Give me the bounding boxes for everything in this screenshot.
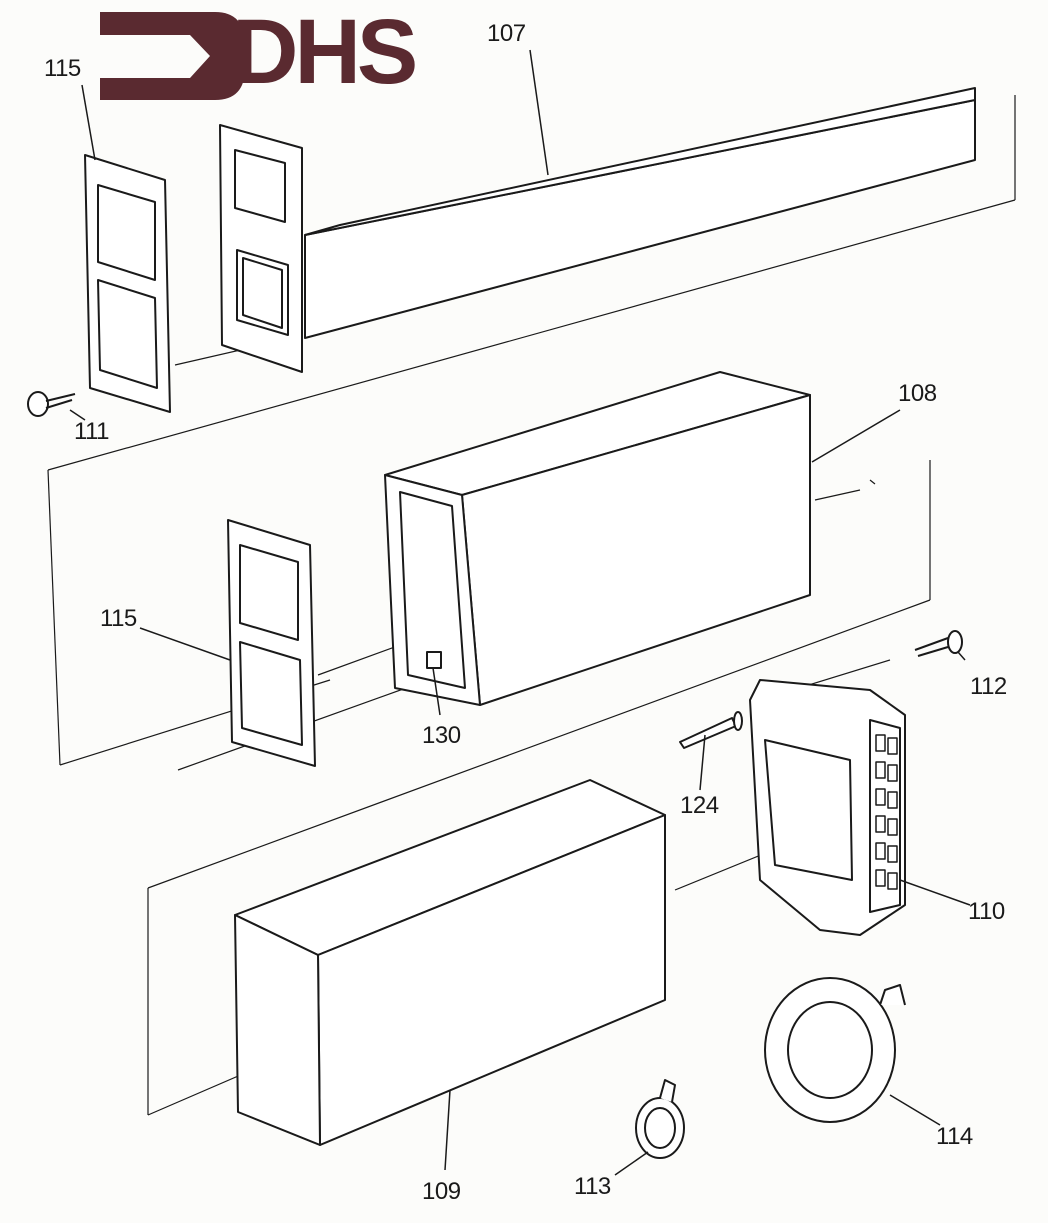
tape-114-icon (764, 977, 906, 1123)
pin-124-icon (679, 711, 743, 749)
label-107: 107 (487, 20, 526, 47)
label-111: 111 (74, 418, 109, 445)
label-115-middle: 115 (100, 605, 137, 632)
screw-111-icon (27, 391, 76, 417)
label-110: 110 (968, 898, 1005, 925)
plate-115-top (84, 154, 171, 413)
logo-arrow-icon (100, 12, 245, 100)
label-112: 112 (970, 673, 1007, 700)
leader-lines (69, 49, 971, 1176)
large-box-109 (234, 779, 666, 1146)
label-124: 124 (680, 792, 719, 819)
duct-end-flange (219, 124, 303, 373)
long-duct-107 (304, 87, 976, 339)
label-115-top: 115 (44, 55, 81, 82)
label-113: 113 (574, 1173, 611, 1200)
screw-112-icon (914, 630, 963, 657)
label-130: 130 (422, 722, 461, 749)
tape-113-icon (635, 1079, 685, 1159)
grille-110 (749, 679, 906, 936)
label-109: 109 (422, 1178, 461, 1205)
guide-lines (47, 95, 1016, 1116)
label-114: 114 (936, 1123, 973, 1150)
logo: DHS (232, 1, 418, 103)
plate-115-middle (227, 519, 316, 767)
medium-box-108 (384, 371, 811, 706)
label-108: 108 (898, 380, 937, 407)
